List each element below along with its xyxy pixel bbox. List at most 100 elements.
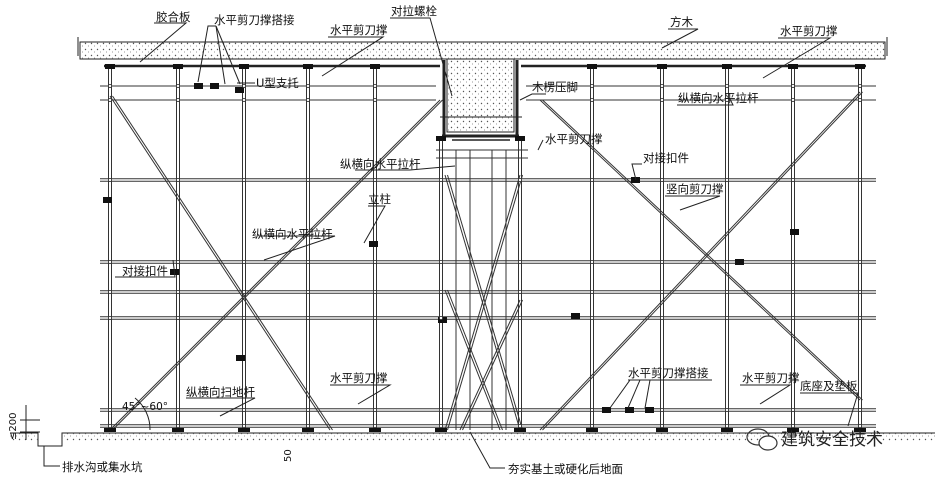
joint [660,289,665,294]
leader-lines [43,17,859,469]
joint [858,84,863,89]
scissor-brace-5-edge [447,174,523,431]
joint [438,289,443,294]
joint [858,423,863,428]
joint [725,289,730,294]
scissor-brace-1 [109,99,441,431]
fastener-0 [103,197,112,203]
u-support-4 [370,64,380,69]
joint [175,84,180,89]
joint [241,423,246,428]
joint [305,84,310,89]
base-plate-10 [787,428,799,432]
scissor-brace-0 [109,95,331,431]
joint [372,407,377,412]
joint [660,98,665,103]
base-plate-7 [586,428,598,432]
joint [791,84,796,89]
joint [241,407,246,412]
joint [858,177,863,182]
joint [241,177,246,182]
scissor-brace-2-edge [542,99,863,401]
fastener-5 [571,313,580,319]
joint [725,84,730,89]
joint [241,315,246,320]
label-vertical-brace: 竖向剪刀撑 [666,182,724,196]
u-support-2 [239,64,249,69]
joint [590,423,595,428]
label-horizontal-brace-lap-top: 水平剪刀撑搭接 [214,13,295,27]
u-support-8 [657,64,667,69]
label-horizontal-brace-top1: 水平剪刀撑 [330,23,388,37]
watermark-text: 建筑安全技术 [781,430,883,450]
joint [590,177,595,182]
joint [725,407,730,412]
label-angle-range: 45°~60° [122,401,168,413]
label-horizontal-brace-lap-bottom: 水平剪刀撑搭接 [628,366,709,380]
joint [305,289,310,294]
joint [660,423,665,428]
joint [518,289,523,294]
label-horizontal-brace-top2: 水平剪刀撑 [780,24,838,38]
joint [305,407,310,412]
joint [438,423,443,428]
joint [175,407,180,412]
joint [241,259,246,264]
scissor-brace-5 [444,174,521,431]
joint [372,84,377,89]
joint [725,259,730,264]
joint [590,407,595,412]
joint [305,177,310,182]
joint [858,289,863,294]
label-butt-fastener-right: 对接扣件 [643,151,689,165]
u-support-11 [855,64,865,69]
base-plate-11 [854,428,866,432]
joint [108,315,113,320]
vertical-scissor-braces [109,91,863,431]
joint [372,423,377,428]
joint [305,423,310,428]
joint [791,407,796,412]
beam-formwork [440,60,522,141]
slab [77,37,888,133]
joint [791,177,796,182]
joint [660,259,665,264]
label-horizontal-brace-bottom1: 水平剪刀撑 [330,371,388,385]
joint [305,315,310,320]
joint [590,259,595,264]
label-u-support: U型支托 [256,76,299,90]
joint [241,98,246,103]
joint [518,423,523,428]
label-sweep-rod: 纵横向扫地杆 [186,385,255,399]
joint [660,84,665,89]
u-support-10 [788,64,798,69]
label-tie-rod-center: 纵横向水平拉杆 [340,157,421,171]
label-dim-200: ≤200 [8,413,19,440]
ground [10,405,935,447]
joint [175,289,180,294]
label-horizontal-brace-bottom2: 水平剪刀撑 [742,371,800,385]
scissor-brace-0-edge [112,95,333,431]
joint [372,98,377,103]
joint [590,84,595,89]
joint [175,98,180,103]
base-plate-5 [435,428,447,432]
joint [518,259,523,264]
joint [438,177,443,182]
joint [241,289,246,294]
joint [108,407,113,412]
u-support-9 [722,64,732,69]
joint [518,315,523,320]
label-tie-bolt: 对拉螺栓 [391,4,437,18]
joint [660,177,665,182]
base-plate-1 [172,428,184,432]
label-drain: 排水沟或集水坑 [62,460,143,474]
joint [791,423,796,428]
label-timber-foot: 木楞压脚 [532,80,578,94]
joint [518,177,523,182]
joint [175,259,180,264]
fastener-12 [602,407,611,413]
joint [372,289,377,294]
base-plate-9 [721,428,733,432]
